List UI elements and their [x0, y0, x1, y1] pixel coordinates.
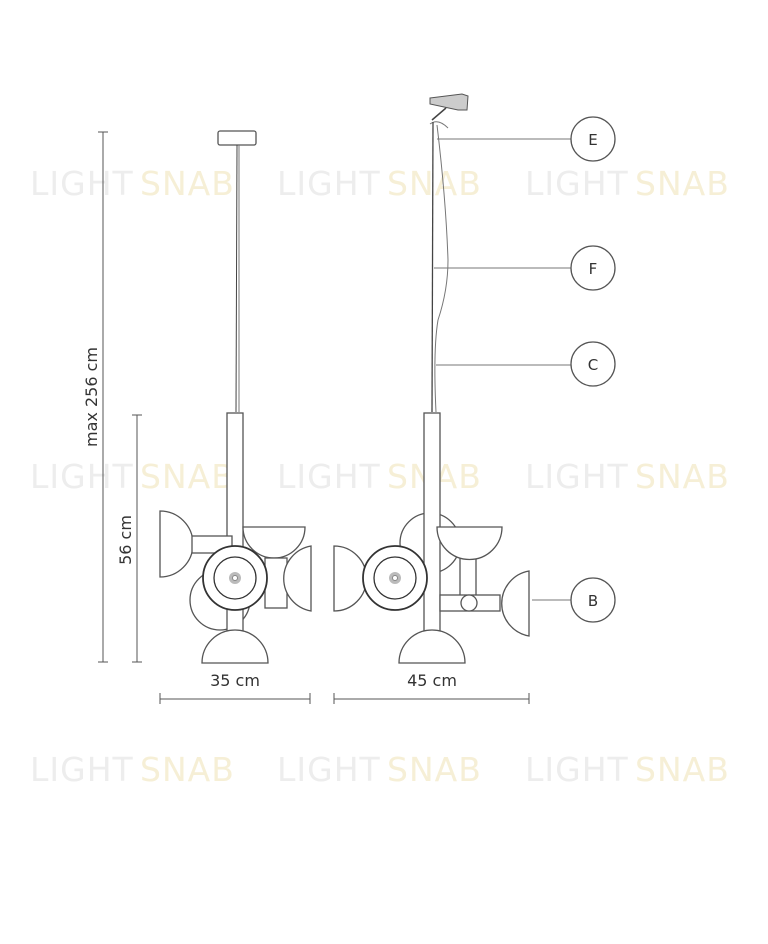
callout-e: E	[437, 116, 616, 162]
svg-text:LIGHT: LIGHT	[277, 457, 381, 496]
svg-text:LIGHT: LIGHT	[30, 457, 134, 496]
svg-text:F: F	[589, 260, 598, 278]
svg-text:SNAB: SNAB	[635, 164, 730, 203]
svg-text:LIGHT: LIGHT	[30, 750, 134, 789]
dimension-body-height: 56 cm	[116, 414, 142, 663]
svg-text:max 256 cm: max 256 cm	[82, 347, 101, 447]
svg-text:SNAB: SNAB	[140, 457, 235, 496]
dimension-max-height: max 256 cm	[82, 131, 108, 663]
callout-b: B	[532, 577, 616, 623]
svg-text:SNAB: SNAB	[140, 750, 235, 789]
svg-text:LIGHT: LIGHT	[525, 457, 629, 496]
svg-text:SNAB: SNAB	[635, 750, 730, 789]
svg-text:SNAB: SNAB	[387, 750, 482, 789]
callout-f: F	[434, 245, 616, 291]
svg-text:LIGHT: LIGHT	[525, 750, 629, 789]
svg-text:B: B	[588, 592, 598, 610]
svg-text:LIGHT: LIGHT	[277, 164, 381, 203]
svg-text:SNAB: SNAB	[387, 164, 482, 203]
svg-text:E: E	[588, 131, 597, 149]
svg-text:LIGHT: LIGHT	[277, 750, 381, 789]
svg-text:SNAB: SNAB	[635, 457, 730, 496]
svg-text:SNAB: SNAB	[140, 164, 235, 203]
front-view-lamp	[159, 130, 312, 664]
side-view-lamp	[333, 93, 530, 664]
svg-text:35 cm: 35 cm	[210, 671, 260, 690]
svg-text:C: C	[588, 356, 598, 374]
callout-c: C	[436, 341, 616, 387]
svg-text:45 cm: 45 cm	[407, 671, 457, 690]
dimension-side-width: 45 cm	[333, 671, 530, 704]
svg-text:LIGHT: LIGHT	[525, 164, 629, 203]
svg-text:56 cm: 56 cm	[116, 515, 135, 565]
svg-text:LIGHT: LIGHT	[30, 164, 134, 203]
dimension-front-width: 35 cm	[159, 671, 311, 704]
